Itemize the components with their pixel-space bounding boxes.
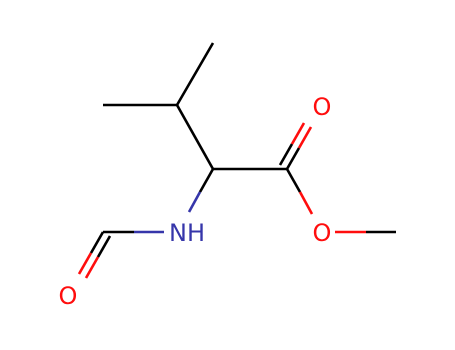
- atom-label-o-formyl: O: [59, 282, 78, 310]
- bond-alpha-n-2: [187, 191, 202, 213]
- bond-c-oester-2: [298, 191, 314, 215]
- bond-co-double-a1: [285, 147, 301, 170]
- bond-formyl-double-a2: [77, 252, 93, 275]
- bond-c-oester-1: [285, 168, 302, 193]
- bond-formyl-double-b2: [84, 256, 100, 279]
- bond-methyl2-ch: [175, 42, 215, 106]
- bond-alpha-n-1: [198, 168, 215, 193]
- atom-label-o-carbonyl: O: [313, 93, 332, 121]
- bond-formyl-double-b1: [96, 235, 112, 258]
- bond-ch-alpha: [175, 104, 215, 170]
- bond-co-double-b1: [278, 143, 294, 166]
- bond-co-double-b2: [290, 122, 306, 145]
- bond-formyl-double-a1: [89, 231, 105, 254]
- bond-co-double-a2: [297, 126, 313, 149]
- atom-label-o-ester: O: [313, 219, 332, 247]
- atom-label-nh: NH: [169, 219, 205, 247]
